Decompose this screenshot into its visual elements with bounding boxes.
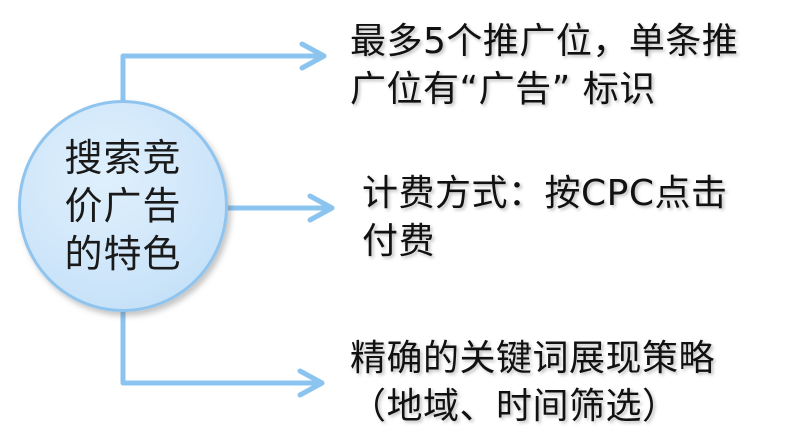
center-label-line-1: 搜索竞 xyxy=(64,136,182,180)
center-label-line-3: 的特色 xyxy=(64,232,182,276)
feature-billing-line-2: 付费 xyxy=(362,221,436,262)
connector-bottom xyxy=(120,307,323,386)
feature-targeting-line-2: （地域、时间筛选） xyxy=(350,386,679,427)
feature-targeting-line-1: 精确的关键词展现策略 xyxy=(350,338,716,379)
center-label-line-2: 价广告 xyxy=(64,184,182,228)
feature-billing: 计费方式：按CPC点击 付费 xyxy=(362,170,727,266)
center-label: 搜索竞 价广告 的特色 xyxy=(64,134,181,278)
feature-targeting: 精确的关键词展现策略 （地域、时间筛选） xyxy=(350,335,715,431)
arrowhead-bottom xyxy=(297,368,325,398)
feature-billing-line-1: 计费方式：按CPC点击 xyxy=(362,173,728,214)
arrowhead-middle xyxy=(307,193,335,223)
feature-ad-slots: 最多5个推广位，单条推 广位有“广告” 标识 xyxy=(350,18,738,114)
feature-ad-slots-line-1: 最多5个推广位，单条推 xyxy=(350,21,739,62)
connector-top xyxy=(120,53,325,105)
arrowhead-top xyxy=(299,41,327,71)
feature-ad-slots-line-2: 广位有“广告” 标识 xyxy=(350,69,656,110)
center-node: 搜索竞 价广告 的特色 xyxy=(18,100,228,312)
